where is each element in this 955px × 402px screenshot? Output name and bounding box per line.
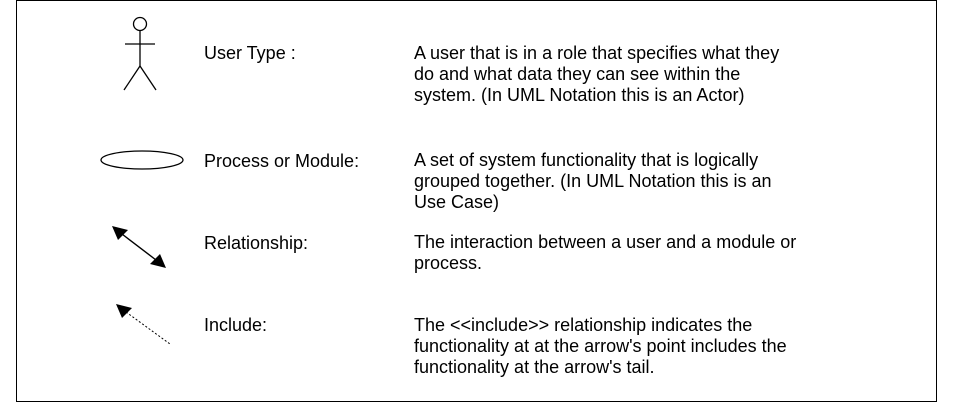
definition-user-type: A user that is in a role that specifies … <box>414 43 934 106</box>
definition-line: process. <box>414 253 483 273</box>
definition-line: The interaction between a user and a mod… <box>414 232 797 252</box>
definition-line: system. (In UML Notation this is an Acto… <box>414 85 745 105</box>
definition-include: The <<include>> relationship indicates t… <box>414 315 934 378</box>
definition-line: Use Case) <box>414 192 500 212</box>
term-process-or-module: Process or Module: <box>204 151 360 171</box>
dashed-arrow-icon <box>116 304 171 345</box>
term-include: Include: <box>204 315 268 335</box>
definition-line: do and what data they can see within the <box>414 64 741 84</box>
definition-line: functionality at the arrow's tail. <box>414 357 655 377</box>
definition-line: functionality at at the arrow's point in… <box>414 336 787 356</box>
definition-relationship: The interaction between a user and a mod… <box>414 232 934 274</box>
definition-process-or-module: A set of system functionality that is lo… <box>414 150 934 213</box>
definition-line: A set of system functionality that is lo… <box>414 150 759 170</box>
stick-figure-actor-icon <box>123 16 157 91</box>
term-relationship: Relationship: <box>204 233 309 253</box>
term-user-type: User Type : <box>204 43 296 63</box>
definition-line: A user that is in a role that specifies … <box>414 43 780 63</box>
ellipse-use-case-icon <box>100 150 184 170</box>
definition-line: grouped together. (In UML Notation this … <box>414 171 772 191</box>
double-headed-arrow-icon <box>112 226 166 268</box>
definition-line: The <<include>> relationship indicates t… <box>414 315 753 335</box>
